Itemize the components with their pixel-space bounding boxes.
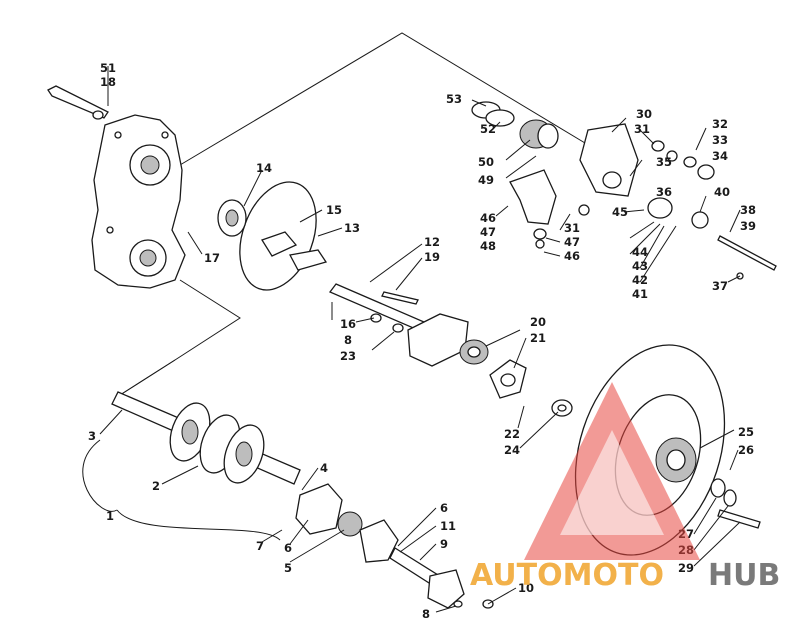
callout-3: 3	[88, 429, 96, 443]
callout-31-b: 31	[564, 221, 580, 235]
callout-24: 24	[504, 443, 520, 457]
callout-38: 38	[740, 203, 756, 217]
gearcase-housing	[91, 114, 186, 289]
callout-44: 44	[632, 245, 648, 259]
callout-labels: 51 18 53 52 30 31 32 50 49 35 33 34 14 3…	[88, 61, 756, 621]
driveshaft	[111, 391, 301, 485]
watermark-text-hub: HUB	[708, 558, 780, 593]
callout-46-b: 46	[564, 249, 580, 263]
callout-1: 1	[106, 509, 114, 523]
callout-49: 49	[478, 173, 494, 187]
callout-2: 2	[152, 479, 160, 493]
watermark-triangle-inner	[560, 430, 664, 535]
callout-12: 12	[424, 235, 440, 249]
callout-13: 13	[344, 221, 360, 235]
callout-10: 10	[518, 581, 534, 595]
callout-41: 41	[632, 287, 648, 301]
callout-6: 6	[440, 501, 448, 515]
callout-20: 20	[530, 315, 546, 329]
callout-16: 16	[340, 317, 356, 331]
callout-14: 14	[256, 161, 272, 175]
callout-9: 9	[440, 537, 448, 551]
callout-23: 23	[340, 349, 356, 363]
callout-52: 52	[480, 122, 496, 136]
callout-47-b: 47	[564, 235, 580, 249]
callout-18: 18	[100, 75, 116, 89]
callout-31: 31	[634, 122, 650, 136]
callout-19: 19	[424, 250, 440, 264]
callout-25: 25	[738, 425, 754, 439]
brake-assembly	[471, 101, 777, 280]
callout-36: 36	[656, 185, 672, 199]
callout-37: 37	[712, 279, 728, 293]
callout-48: 48	[480, 239, 496, 253]
callout-33: 33	[712, 133, 728, 147]
callout-46: 46	[480, 211, 496, 225]
callout-4: 4	[320, 461, 328, 475]
callout-5: 5	[284, 561, 292, 575]
callout-45: 45	[612, 205, 628, 219]
callout-15: 15	[326, 203, 342, 217]
callout-6-b: 6	[284, 541, 292, 555]
watermark: AUTOMOTO HUB	[470, 382, 780, 593]
bolt-washer-51-18	[47, 85, 109, 120]
callout-30: 30	[636, 107, 652, 121]
driven-pulley	[217, 181, 317, 291]
callout-26: 26	[738, 443, 754, 457]
bearing-plate-upper	[407, 313, 573, 417]
callout-8: 8	[344, 333, 352, 347]
callout-51: 51	[100, 61, 116, 75]
boundary-lines	[119, 32, 586, 396]
callout-7: 7	[256, 539, 264, 553]
callout-39: 39	[740, 219, 756, 233]
callout-47: 47	[480, 225, 496, 239]
jackshaft	[289, 249, 426, 333]
callout-53: 53	[446, 92, 462, 106]
callout-17: 17	[204, 251, 220, 265]
callout-11: 11	[440, 519, 456, 533]
callout-43: 43	[632, 259, 648, 273]
callout-29: 29	[678, 561, 694, 575]
callout-35: 35	[656, 155, 672, 169]
watermark-text-automoto: AUTOMOTO	[470, 558, 664, 593]
leader-lines	[82, 66, 741, 613]
callout-22: 22	[504, 427, 520, 441]
callout-50: 50	[478, 155, 494, 169]
callout-8-b: 8	[422, 607, 430, 621]
bearing-housing-lower	[295, 483, 494, 609]
callout-21: 21	[530, 331, 546, 345]
callout-34: 34	[712, 149, 728, 163]
callout-42: 42	[632, 273, 648, 287]
callout-40: 40	[714, 185, 730, 199]
callout-32: 32	[712, 117, 728, 131]
